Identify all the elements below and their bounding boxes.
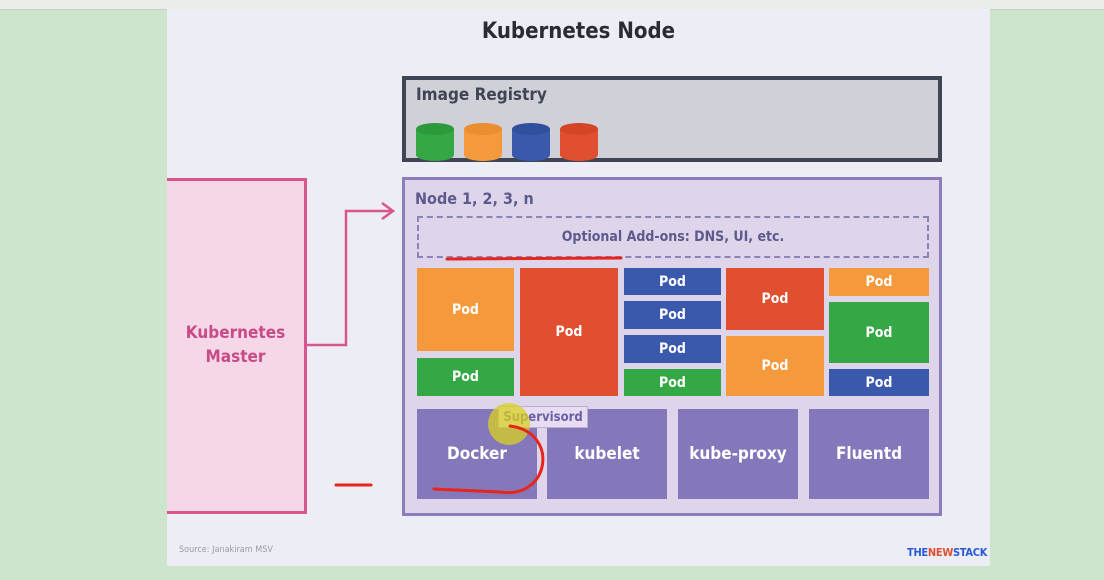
the-new-stack-logo: THENEWSTACK <box>907 546 988 559</box>
slide: Kubernetes Node Image Registry Kubernete… <box>167 9 990 566</box>
arrowhead <box>381 201 396 221</box>
pod: Pod <box>726 268 824 330</box>
optional-addons-label: Optional Add-ons: DNS, UI, etc. <box>561 229 785 245</box>
source-footnote: Source: Janakiram MSV <box>179 545 273 555</box>
pod: Pod <box>829 268 929 296</box>
pod: Pod <box>520 268 618 396</box>
master-to-node-arrow <box>307 209 393 347</box>
image-cylinder-blue <box>512 123 550 161</box>
cursor-highlight <box>488 403 530 445</box>
pod: Pod <box>624 369 721 396</box>
component-fluentd: Fluentd <box>809 409 929 499</box>
image-cylinder-green <box>416 123 454 161</box>
optional-addons: Optional Add-ons: DNS, UI, etc. <box>417 216 929 258</box>
pod: Pod <box>624 268 721 295</box>
component-kube-proxy: kube-proxy <box>678 409 798 499</box>
pod: Pod <box>829 302 929 363</box>
pod: Pod <box>417 268 514 351</box>
pod: Pod <box>417 358 514 396</box>
red-underline-annotation <box>445 256 623 261</box>
image-cylinder-red <box>560 123 598 161</box>
image-registry: Image Registry <box>402 76 942 162</box>
pod: Pod <box>624 301 721 329</box>
pod: Pod <box>624 335 721 363</box>
image-cylinder-orange <box>464 123 502 161</box>
kubernetes-node: Node 1, 2, 3, n Optional Add-ons: DNS, U… <box>402 177 942 516</box>
pod: Pod <box>829 369 929 396</box>
red-curve-annotation <box>432 424 545 495</box>
image-registry-label: Image Registry <box>416 85 547 105</box>
pod: Pod <box>726 336 824 396</box>
node-label: Node 1, 2, 3, n <box>415 189 534 208</box>
diagram-title: Kubernetes Node <box>481 19 676 44</box>
